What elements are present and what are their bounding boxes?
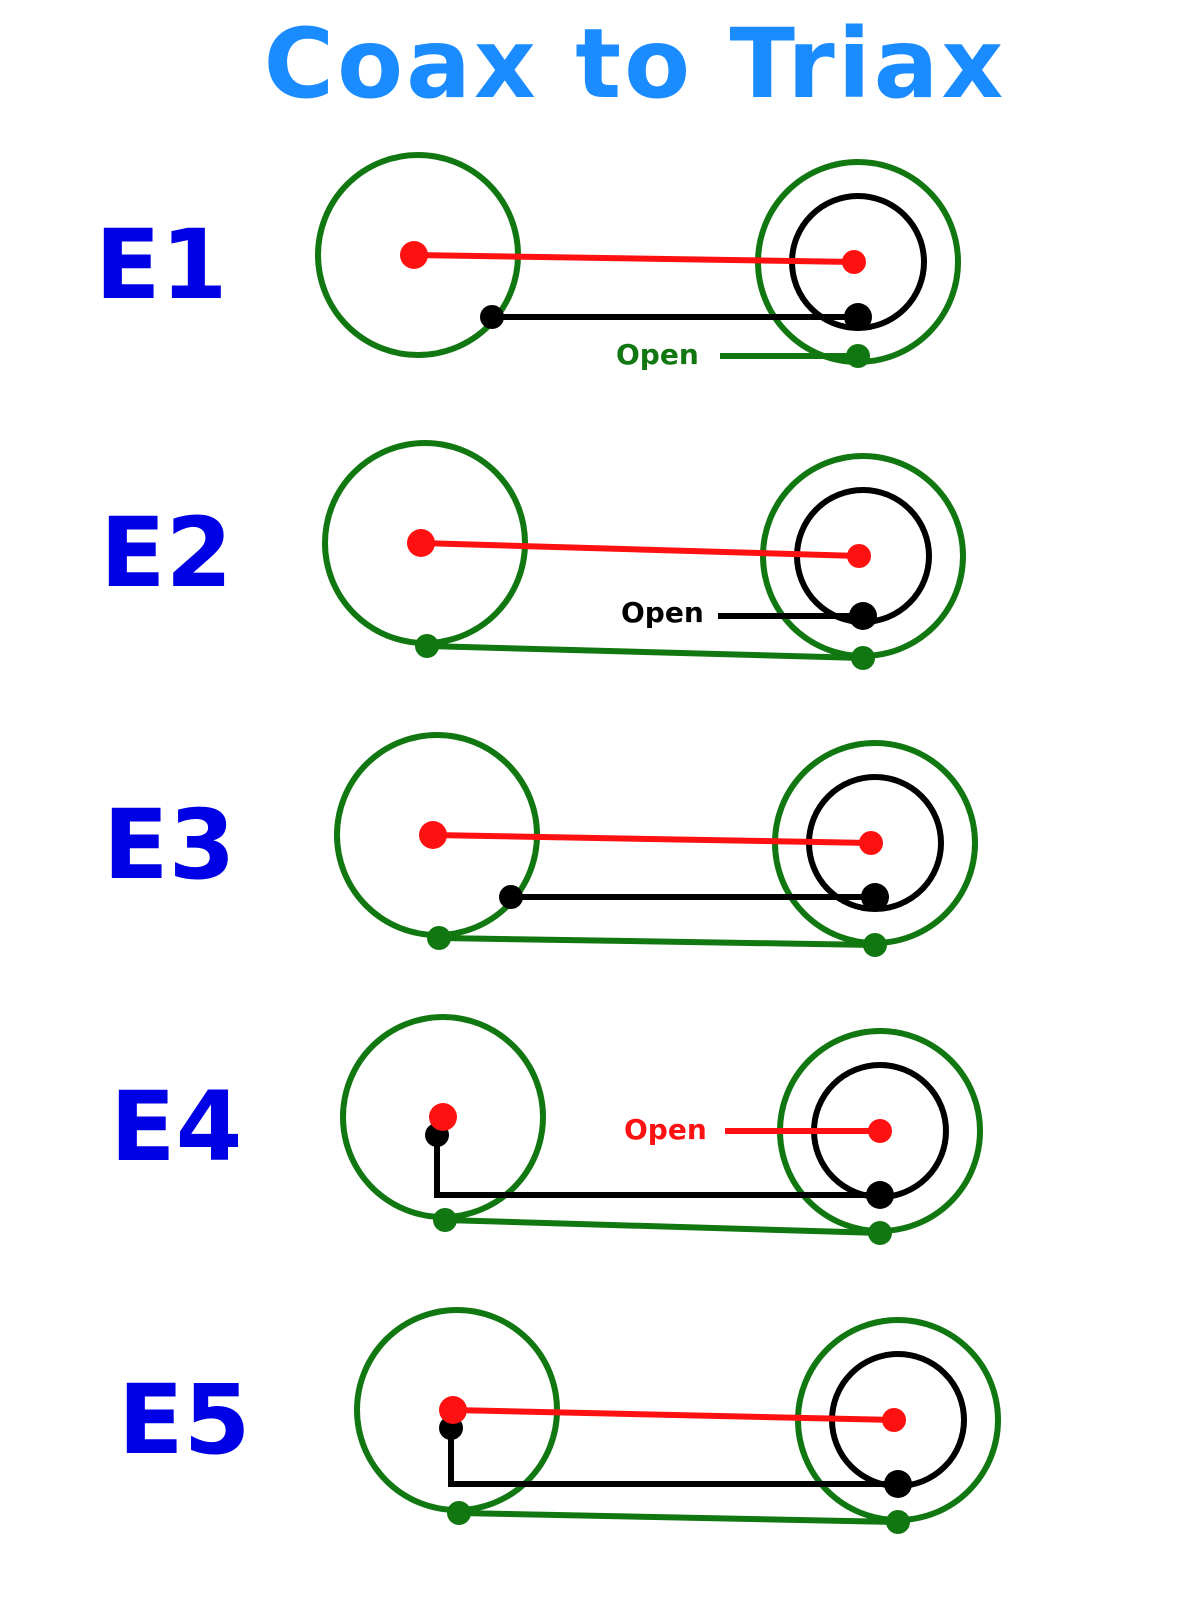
triax-center-dot bbox=[842, 250, 866, 274]
center-wire bbox=[413, 252, 855, 265]
coax-center-dot bbox=[429, 1103, 457, 1131]
coax-guard-dot bbox=[499, 885, 523, 909]
triax-guard-dot bbox=[844, 303, 872, 331]
center-wire bbox=[452, 1407, 895, 1423]
row-label: E1 bbox=[95, 209, 227, 321]
triax-center-dot bbox=[859, 831, 883, 855]
guard-wire bbox=[434, 1135, 880, 1198]
triax-center-dot bbox=[847, 544, 871, 568]
triax-shield-dot bbox=[863, 933, 887, 957]
triax-center-dot bbox=[868, 1119, 892, 1143]
triax-center-dot bbox=[882, 1408, 906, 1432]
triax-guard-dot bbox=[861, 883, 889, 911]
coax-shield-dot bbox=[433, 1208, 457, 1232]
center-wire bbox=[420, 540, 860, 559]
shield-wire bbox=[426, 643, 864, 661]
coax-shield-dot bbox=[447, 1501, 471, 1525]
coax-center-dot bbox=[439, 1396, 467, 1424]
coax-center-dot bbox=[400, 241, 428, 269]
coax-guard-dot bbox=[480, 305, 504, 329]
triax-guard-dot bbox=[884, 1470, 912, 1498]
open-label: Open bbox=[621, 596, 704, 629]
coax-center-dot bbox=[419, 821, 447, 849]
coax-shield-dot bbox=[415, 634, 439, 658]
triax-shield-dot bbox=[886, 1510, 910, 1534]
triax-shield-dot bbox=[846, 344, 870, 368]
connector-row-e3: E3 bbox=[103, 732, 978, 957]
triax-guard-dot bbox=[866, 1181, 894, 1209]
shield-wire bbox=[458, 1510, 899, 1525]
row-label: E3 bbox=[103, 789, 235, 901]
open-label: Open bbox=[616, 338, 699, 371]
connector-row-e5: E5 bbox=[118, 1307, 1001, 1534]
coax-shield-dot bbox=[427, 926, 451, 950]
triax-shield-dot bbox=[868, 1221, 892, 1245]
shield-wire bbox=[438, 935, 876, 948]
triax-guard-dot bbox=[849, 602, 877, 630]
row-label: E5 bbox=[118, 1364, 250, 1476]
page-title: Coax to Triax bbox=[263, 8, 1007, 120]
shield-wire bbox=[444, 1217, 881, 1236]
open-label: Open bbox=[624, 1113, 707, 1146]
connector-row-e4: E4 Open bbox=[110, 1014, 983, 1245]
triax-shield-dot bbox=[851, 646, 875, 670]
row-label: E2 bbox=[100, 497, 232, 609]
row-label: E4 bbox=[110, 1071, 242, 1183]
center-wire bbox=[432, 832, 872, 846]
coax-center-dot bbox=[407, 529, 435, 557]
guard-wire bbox=[448, 1428, 898, 1487]
